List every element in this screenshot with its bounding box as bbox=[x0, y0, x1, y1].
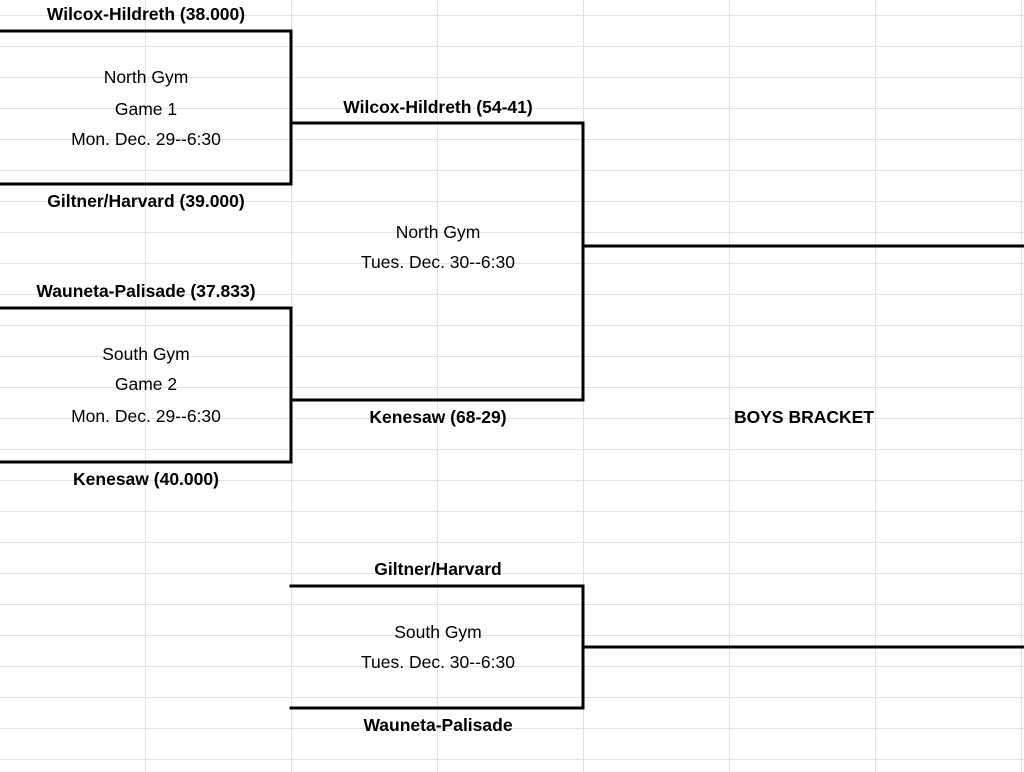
championship-team-top: Wilcox-Hildreth (54-41) bbox=[343, 97, 533, 117]
game2-team-bottom: Kenesaw (40.000) bbox=[73, 469, 219, 489]
game1-number: Game 1 bbox=[114, 99, 178, 119]
championship-bracket-line bbox=[289, 121, 585, 402]
game1-bracket-line bbox=[0, 29, 293, 186]
game1-location: North Gym bbox=[103, 67, 189, 87]
game2-time: Mon. Dec. 29--6:30 bbox=[71, 406, 221, 426]
game2-bracket-line bbox=[0, 306, 293, 464]
bracket-title: BOYS BRACKET bbox=[733, 407, 874, 427]
consolation-team-top: Giltner/Harvard bbox=[374, 559, 502, 579]
game1-time: Mon. Dec. 29--6:30 bbox=[71, 129, 221, 149]
consolation-time: Tues. Dec. 30--6:30 bbox=[360, 652, 515, 672]
game2-team-top: Wauneta-Palisade (37.833) bbox=[36, 281, 256, 301]
consolation-bracket-line bbox=[289, 584, 585, 710]
game2-location: South Gym bbox=[102, 344, 190, 364]
championship-time: Tues. Dec. 30--6:30 bbox=[360, 252, 515, 272]
consolation-team-bottom: Wauneta-Palisade bbox=[363, 715, 513, 735]
game1-team-top: Wilcox-Hildreth (38.000) bbox=[46, 4, 246, 24]
championship-team-bottom: Kenesaw (68-29) bbox=[369, 407, 507, 427]
game1-team-bottom: Giltner/Harvard (39.000) bbox=[47, 191, 245, 211]
game2-number: Game 2 bbox=[114, 374, 178, 394]
championship-location: North Gym bbox=[395, 222, 481, 242]
consolation-location: South Gym bbox=[394, 622, 482, 642]
